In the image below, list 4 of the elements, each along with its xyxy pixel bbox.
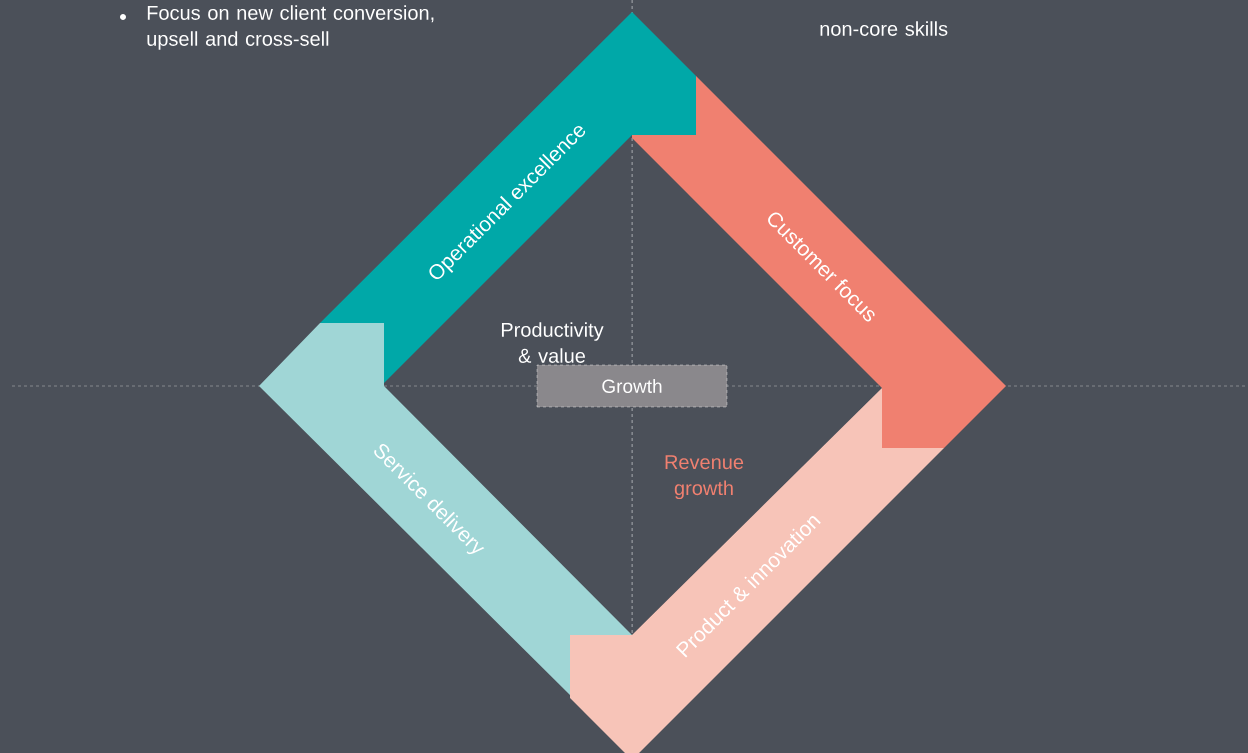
growth-box: Growth	[536, 364, 728, 408]
note-text: non-core skills	[820, 21, 948, 36]
center-label: Productivity & value	[501, 322, 604, 363]
center-label: Revenue growth	[665, 455, 744, 500]
